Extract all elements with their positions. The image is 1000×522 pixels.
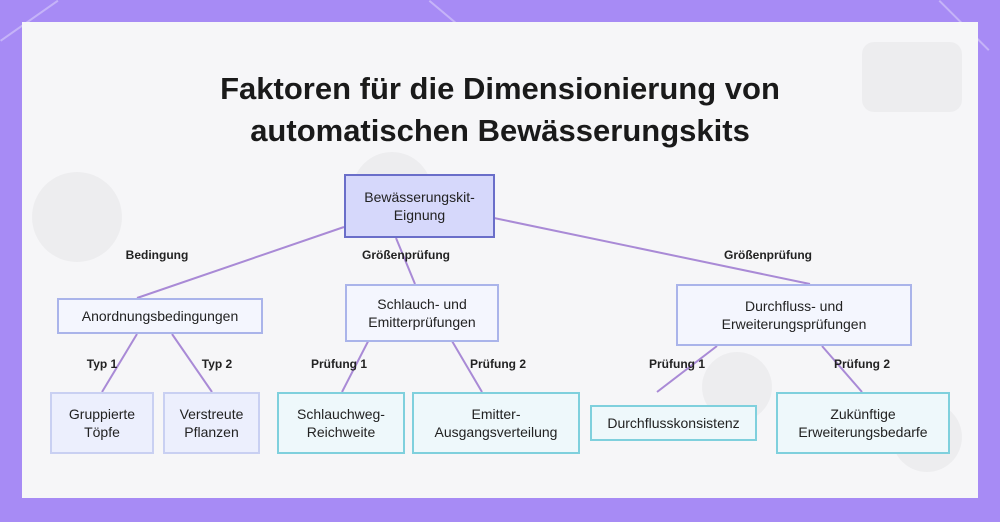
node-grouped-pots: Gruppierte Töpfe	[50, 392, 154, 454]
node-scattered-plants: Verstreute Pflanzen	[163, 392, 260, 454]
edge-arrangement-grouped	[101, 333, 138, 393]
diagram-panel: Faktoren für die Dimensionierung von aut…	[22, 22, 978, 498]
node-arrangement: Anordnungsbedingungen	[57, 298, 263, 334]
node-hose-emitter: Schlauch- und Emitterprüfungen	[345, 284, 499, 342]
edge-label-flow-check2: Prüfung 2	[834, 357, 890, 371]
edge-root-hose	[395, 237, 416, 285]
edge-flow-expansion	[821, 345, 863, 393]
node-flow-expansion: Durchfluss- und Erweiterungsprüfungen	[676, 284, 912, 346]
diagram-title-line2: automatischen Bewässerungskits	[250, 113, 750, 148]
edge-label-flow-check1: Prüfung 1	[649, 357, 705, 371]
node-future-expansion: Zukünftige Erweiterungsbedarfe	[776, 392, 950, 454]
diagram-title-line1: Faktoren für die Dimensionierung von	[220, 71, 780, 106]
node-root: Bewässerungskit- Eignung	[344, 174, 495, 238]
edge-label-size-check-hose: Größenprüfung	[362, 248, 450, 262]
edge-root-flow	[493, 217, 811, 285]
node-emitter-distribution: Emitter- Ausgangsverteilung	[412, 392, 580, 454]
edge-root-arrangement	[136, 226, 345, 299]
edge-label-type2: Typ 2	[201, 357, 233, 371]
node-hose-reach: Schlauchweg- Reichweite	[277, 392, 405, 454]
edge-flow-consistency	[656, 345, 718, 393]
edge-label-hose-check1: Prüfung 1	[311, 357, 367, 371]
edge-label-type1: Typ 1	[86, 357, 118, 371]
edge-label-hose-check2: Prüfung 2	[470, 357, 526, 371]
edge-label-condition: Bedingung	[125, 248, 189, 262]
node-flow-consistency: Durchflusskonsistenz	[590, 405, 757, 441]
edge-arrangement-scattered	[171, 333, 213, 393]
edge-label-size-check-flow: Größenprüfung	[724, 248, 812, 262]
